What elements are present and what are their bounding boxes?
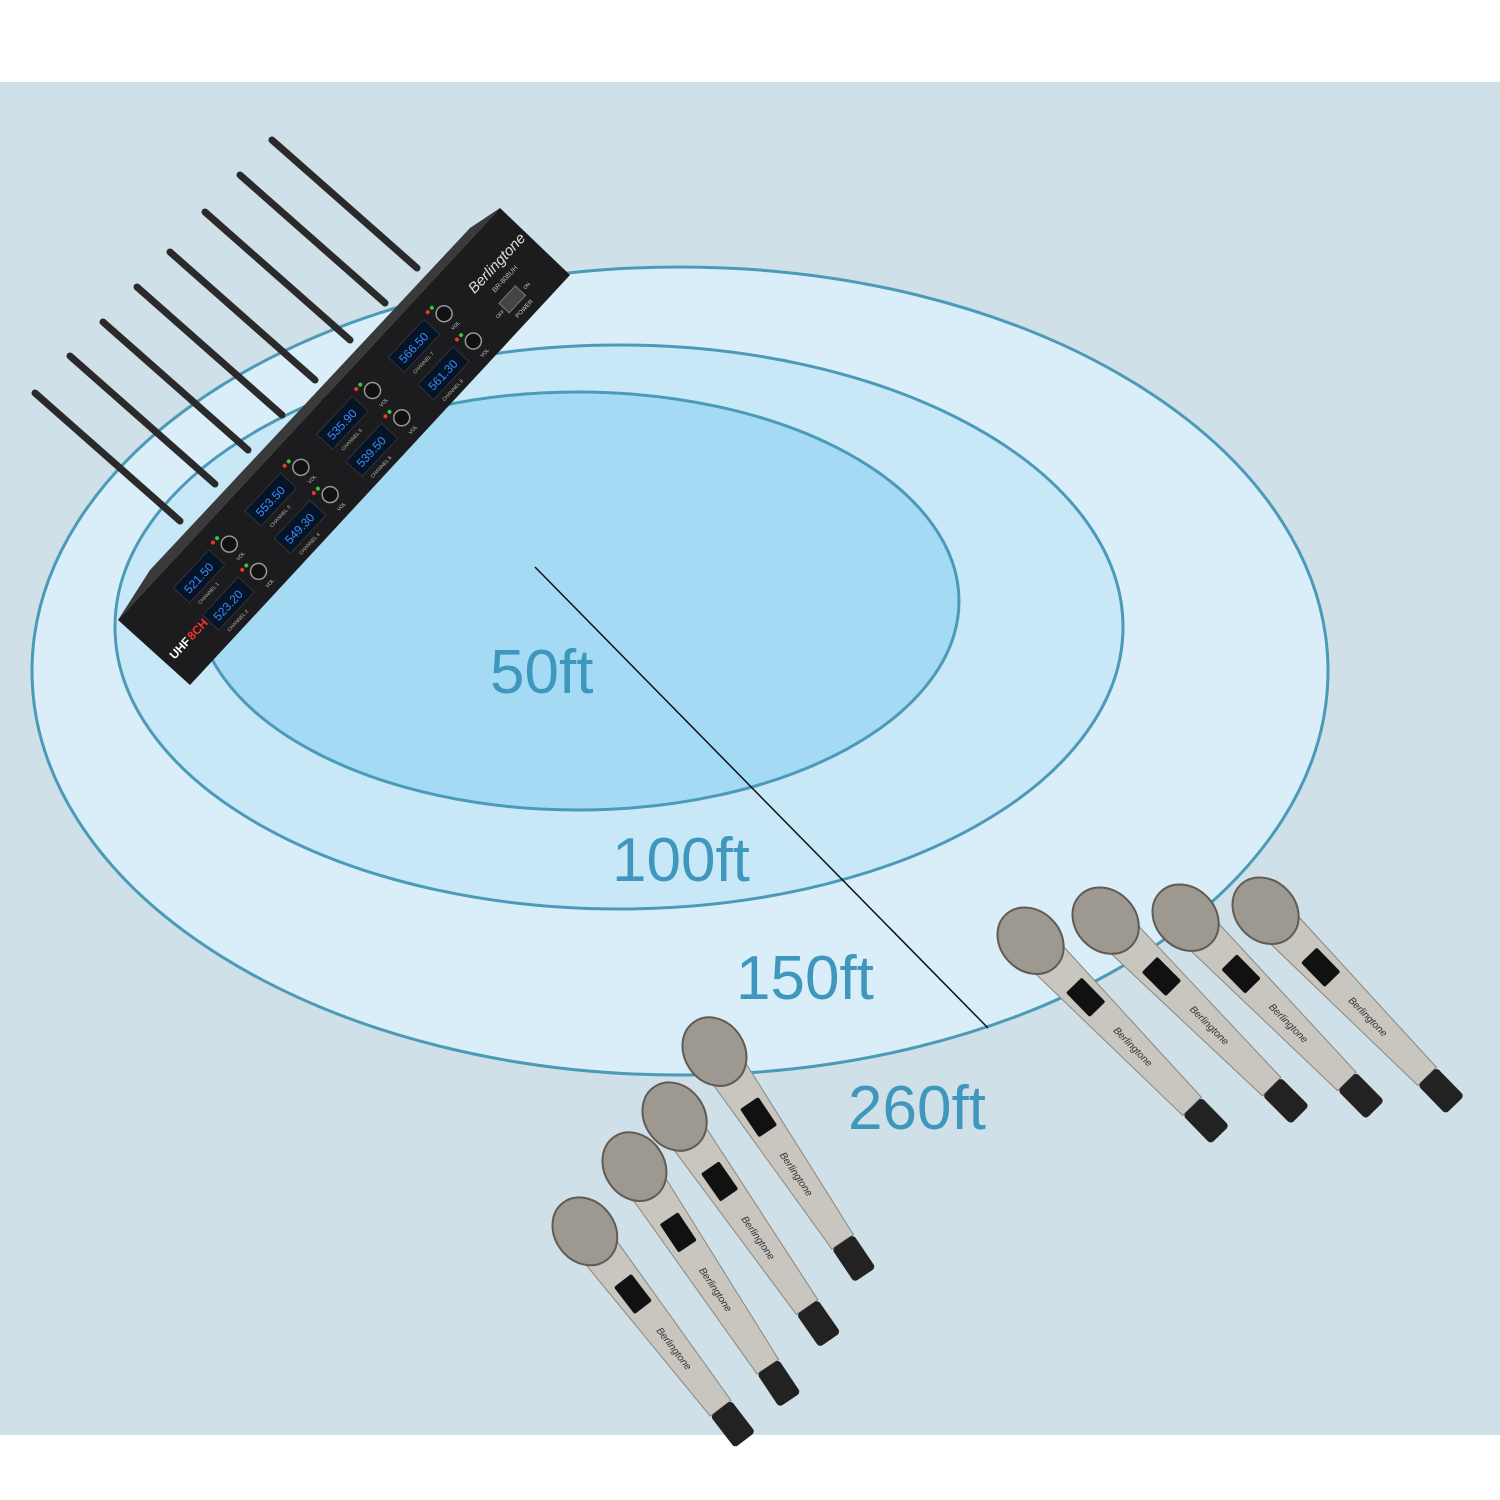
channel-display	[315, 395, 369, 450]
mic-grille	[551, 1196, 619, 1267]
mic-end-cap	[833, 1236, 875, 1281]
vol-label: VOL	[336, 501, 347, 513]
volume-knob[interactable]	[433, 302, 456, 325]
wireless-microphone: Berlingtone	[681, 1016, 875, 1281]
af-led	[244, 563, 249, 568]
ring-label-260ft: 260ft	[848, 1074, 986, 1143]
volume-knob[interactable]	[390, 406, 413, 429]
power-switch[interactable]	[498, 285, 527, 314]
mic-display	[614, 1274, 652, 1314]
antenna	[236, 171, 389, 307]
channel-display	[172, 549, 226, 604]
mic-grille	[601, 1131, 668, 1202]
vol-label: VOL	[265, 578, 276, 590]
vol-label: VOL	[307, 474, 318, 486]
vol-label: VOL	[479, 347, 490, 359]
antenna	[133, 283, 286, 419]
mic-end-cap	[1264, 1079, 1308, 1123]
mic-grille	[641, 1081, 708, 1152]
rf-led	[425, 310, 430, 315]
rf-led	[311, 491, 316, 496]
receiver-front	[118, 208, 570, 685]
af-led	[215, 536, 220, 541]
volume-knob[interactable]	[218, 533, 241, 556]
volume-knob[interactable]	[462, 330, 485, 353]
antenna	[31, 389, 184, 525]
channel-display	[387, 318, 441, 374]
rf-led	[210, 540, 215, 545]
antenna	[201, 208, 354, 344]
antenna	[66, 352, 219, 488]
mic-end-cap	[1419, 1068, 1463, 1113]
on-label: ON	[522, 281, 532, 291]
range-line	[534, 566, 989, 1029]
channel-display	[202, 576, 255, 631]
ring-label-100ft: 100ft	[612, 826, 750, 895]
mic-grille	[1231, 876, 1300, 945]
rf-led	[383, 414, 388, 419]
volume-knob[interactable]	[290, 456, 313, 479]
mic-end-cap	[1339, 1074, 1383, 1118]
rf-led	[240, 567, 245, 572]
wireless-microphone: Berlingtone	[641, 1081, 840, 1346]
off-label: OFF	[495, 309, 506, 320]
mic-end-cap	[758, 1361, 800, 1406]
mic-display	[1066, 978, 1105, 1017]
rf-led	[354, 386, 359, 391]
volume-knob[interactable]	[247, 560, 270, 583]
wireless-microphone: Berlingtone	[996, 906, 1228, 1143]
mic-grille	[996, 906, 1065, 975]
antenna	[99, 318, 252, 454]
mic-grille	[1151, 883, 1220, 952]
wireless-microphone: Berlingtone	[601, 1131, 800, 1406]
wireless-microphone: Berlingtone	[1071, 886, 1308, 1123]
vol-label: VOL	[379, 397, 390, 409]
vol-label: VOL	[408, 424, 419, 436]
mic-end-cap	[711, 1401, 754, 1447]
af-led	[358, 382, 363, 387]
volume-knob[interactable]	[361, 379, 384, 402]
vol-label: VOL	[450, 320, 461, 332]
channel-display	[273, 499, 327, 555]
antenna	[166, 248, 319, 384]
af-led	[315, 486, 320, 491]
mic-end-cap	[798, 1301, 840, 1346]
volume-knob[interactable]	[319, 483, 342, 506]
mic-display	[660, 1212, 697, 1252]
mic-grille	[1071, 886, 1140, 955]
mic-display	[701, 1161, 738, 1201]
vol-label: VOL	[235, 551, 246, 563]
channel-display	[345, 422, 399, 478]
mic-display	[1222, 954, 1260, 993]
antennas	[31, 136, 421, 525]
antenna	[268, 136, 421, 272]
channel-display	[416, 345, 470, 401]
rf-led	[455, 337, 460, 342]
ring-label-150ft: 150ft	[736, 944, 874, 1013]
af-led	[459, 333, 464, 338]
mic-end-cap	[1184, 1098, 1228, 1143]
mic-display	[1142, 957, 1181, 996]
af-led	[286, 459, 291, 464]
rf-led	[282, 463, 287, 468]
mic-display	[1301, 948, 1340, 987]
wireless-microphone: Berlingtone	[551, 1196, 754, 1447]
channel-display	[244, 472, 298, 527]
mic-grille	[681, 1016, 748, 1087]
af-led	[387, 409, 392, 414]
ring-label-50ft: 50ft	[490, 638, 594, 707]
mic-display	[740, 1097, 777, 1137]
af-led	[429, 305, 434, 310]
